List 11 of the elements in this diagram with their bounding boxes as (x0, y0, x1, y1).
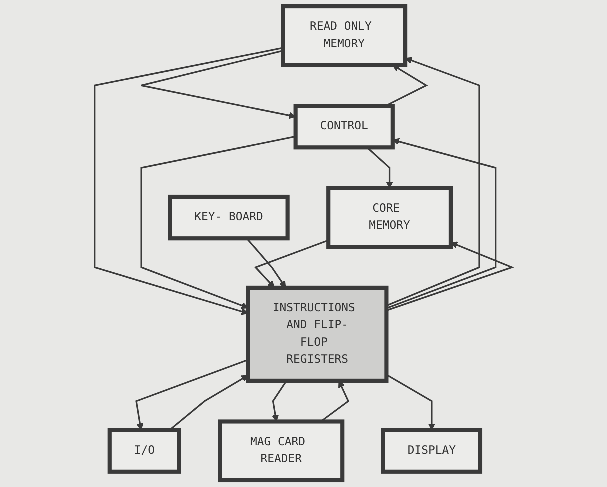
node-box: INSTRUCTIONS AND FLIP-FLOP REGISTERS (246, 286, 389, 383)
arrow (94, 47, 284, 316)
node-box: CORE MEMORY (326, 186, 453, 250)
node-box: MAG CARD READER (218, 420, 345, 483)
node-box: CONTROL (294, 104, 395, 150)
node-box: KEY- BOARD (168, 194, 290, 241)
arrow (140, 136, 296, 310)
node-box: DISPLAY (381, 428, 483, 474)
node-box: READ ONLY MEMORY (281, 4, 408, 68)
arrow (386, 57, 480, 307)
node-box: I/O (108, 428, 182, 474)
